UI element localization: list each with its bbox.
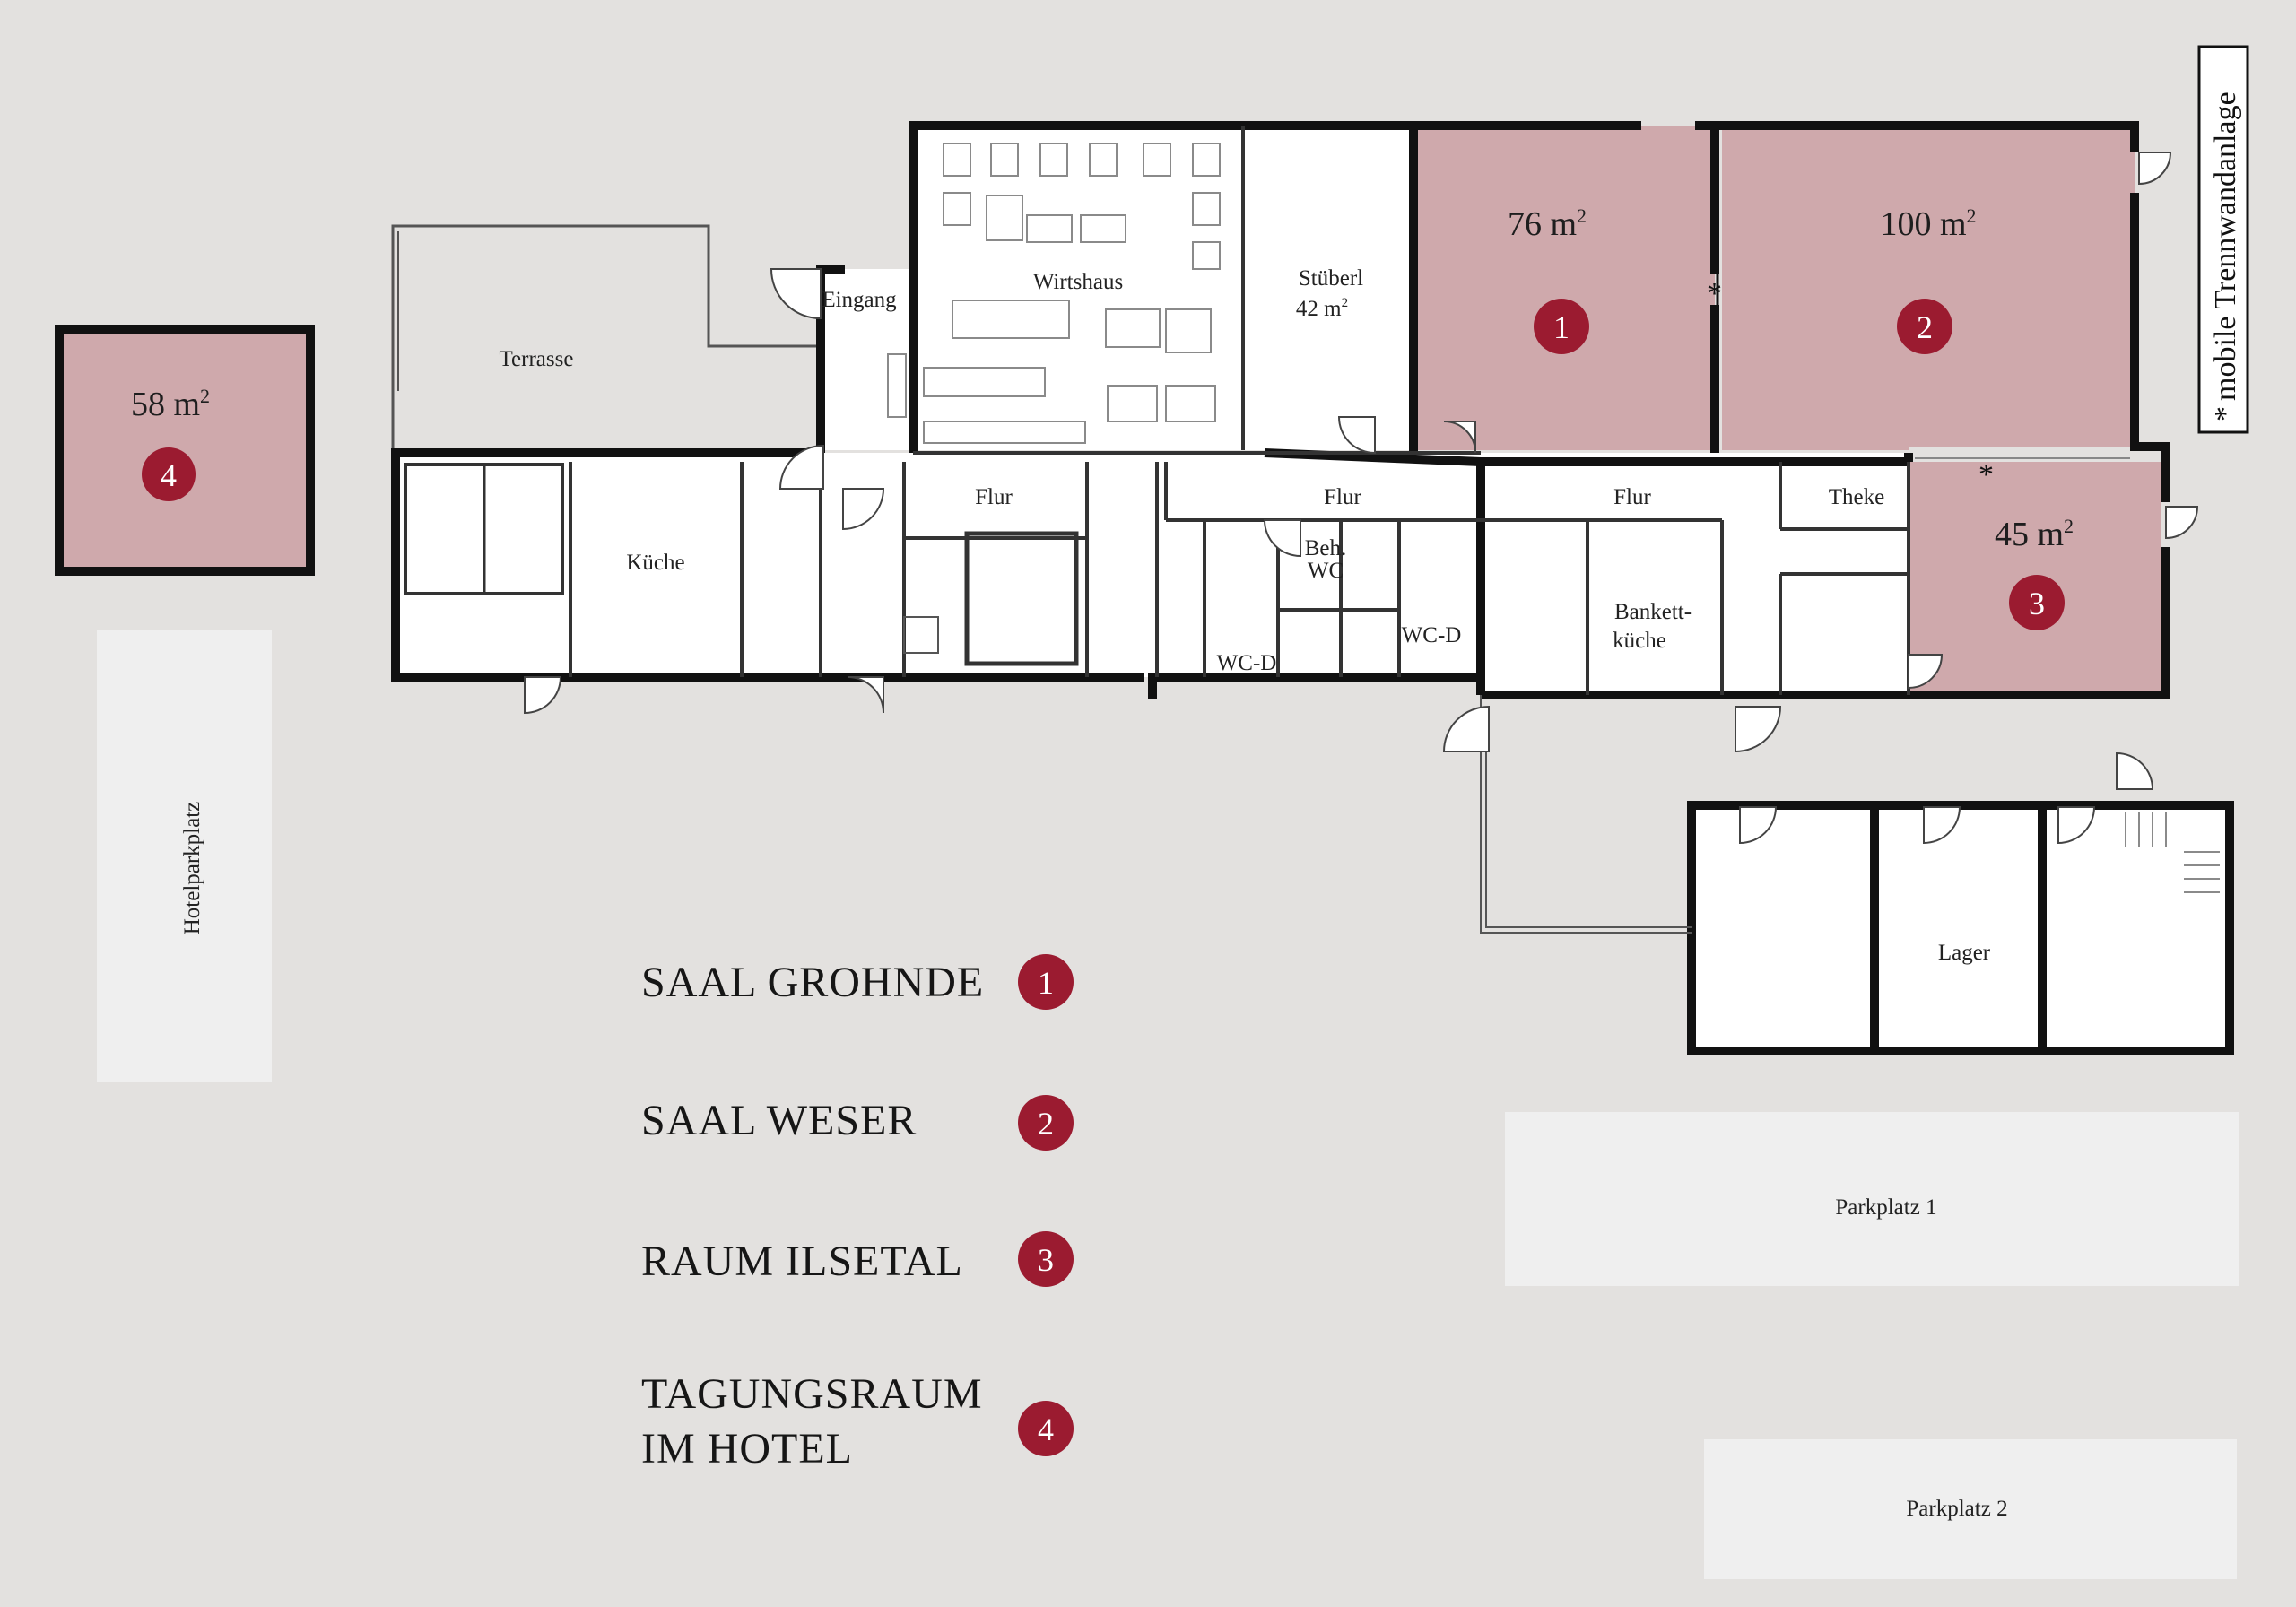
- parkplatz1-area: [1505, 1112, 2239, 1286]
- room-4-badge-number: 4: [161, 457, 177, 493]
- room-2-badge: [1897, 299, 1952, 354]
- legend-item-3-badge: [1018, 1231, 1074, 1287]
- beh-label: Beh.: [1305, 536, 1347, 560]
- stueberl-area: 42 m2: [1296, 296, 1348, 321]
- kueche-label: Küche: [626, 551, 684, 575]
- flur-label-1: Flur: [975, 485, 1013, 509]
- hotelparkplatz-area: [97, 630, 272, 1082]
- legend-item-4-badge: [1018, 1401, 1074, 1456]
- doors: [524, 152, 2199, 845]
- legend-item-1-label: SAAL GROHNDE: [641, 959, 984, 1006]
- room-2-badge-number: 2: [1917, 309, 1933, 345]
- flur-label-3: Flur: [1613, 485, 1651, 509]
- terrasse-outline: [391, 224, 822, 452]
- stueberl-label: Stüberl: [1299, 266, 1363, 291]
- legend-item-2-badge: [1018, 1095, 1074, 1151]
- legend-item-2-label: SAAL WESER: [641, 1097, 917, 1144]
- kitchen-equipment: [404, 463, 1079, 666]
- room-1-badge-number: 1: [1553, 309, 1570, 345]
- room-1-saal-grohnde: [1415, 126, 1715, 450]
- room-2-saal-weser: [1722, 126, 2135, 450]
- room-4-area: 58 m2: [131, 385, 210, 423]
- legend-item-1-number: 1: [1038, 965, 1054, 1001]
- room-3-area: 45 m2: [1995, 515, 2074, 553]
- room-3-badge: [2009, 575, 2065, 630]
- wcd-label-2: WC-D: [1402, 623, 1462, 647]
- main-walls: [391, 121, 2170, 699]
- wcd-label-1: WC-D: [1217, 651, 1277, 675]
- legend-item-4-number: 4: [1038, 1412, 1054, 1447]
- legend-item-4-label-line1: TAGUNGSRAUM: [641, 1370, 983, 1418]
- lager-walls: [1480, 695, 2234, 1055]
- legend-item-3-number: 3: [1038, 1242, 1054, 1278]
- wc-label: WC: [1308, 559, 1344, 583]
- legend-item-1-badge: [1018, 954, 1074, 1010]
- parkplatz2-area: [1704, 1439, 2237, 1579]
- bankett-label-1: Bankett-: [1614, 600, 1692, 624]
- svg-text:*: *: [1707, 277, 1722, 310]
- lager-label: Lager: [1938, 941, 1991, 965]
- room-1-badge: [1534, 299, 1589, 354]
- eingang-area: [821, 269, 915, 450]
- room-4-tagungsraum: [55, 325, 315, 576]
- eingang-label: Eingang: [822, 288, 897, 312]
- parkplatz2-label: Parkplatz 2: [1906, 1497, 2007, 1521]
- wirtshaus-label: Wirtshaus: [1033, 270, 1123, 294]
- legend-item-3-label: RAUM ILSETAL: [641, 1238, 963, 1285]
- parkplatz1-label: Parkplatz 1: [1835, 1195, 1936, 1220]
- wirtshaus-furniture: [887, 143, 1221, 444]
- legend-item-4-label-line2: IM HOTEL: [641, 1425, 853, 1472]
- stueberl-area: [1243, 126, 1413, 450]
- legend-item-2-number: 2: [1038, 1106, 1054, 1142]
- terrasse-label: Terrasse: [500, 347, 574, 371]
- hotelparkplatz-label: Hotelparkplatz: [180, 802, 204, 935]
- note-box: [2197, 45, 2249, 434]
- legend: SAAL GROHNDE 1 SAAL WESER 2 RAUM ILSETAL…: [641, 954, 1074, 1472]
- room-1-area: 76 m2: [1508, 204, 1587, 243]
- flur-label-2: Flur: [1324, 485, 1361, 509]
- room-4-badge: [142, 447, 196, 501]
- bankett-label-2: küche: [1613, 629, 1666, 653]
- theke-label: Theke: [1829, 485, 1884, 509]
- room-3-badge-number: 3: [2029, 586, 2045, 621]
- partition-markers: * *: [1707, 126, 2130, 491]
- note-text: *mobile Trennwandanlage: [2209, 91, 2242, 421]
- annex-area: [1692, 805, 2230, 1051]
- room-2-area: 100 m2: [1880, 204, 1976, 243]
- inner-walls: [569, 126, 1910, 695]
- svg-text:*: *: [1979, 458, 1994, 491]
